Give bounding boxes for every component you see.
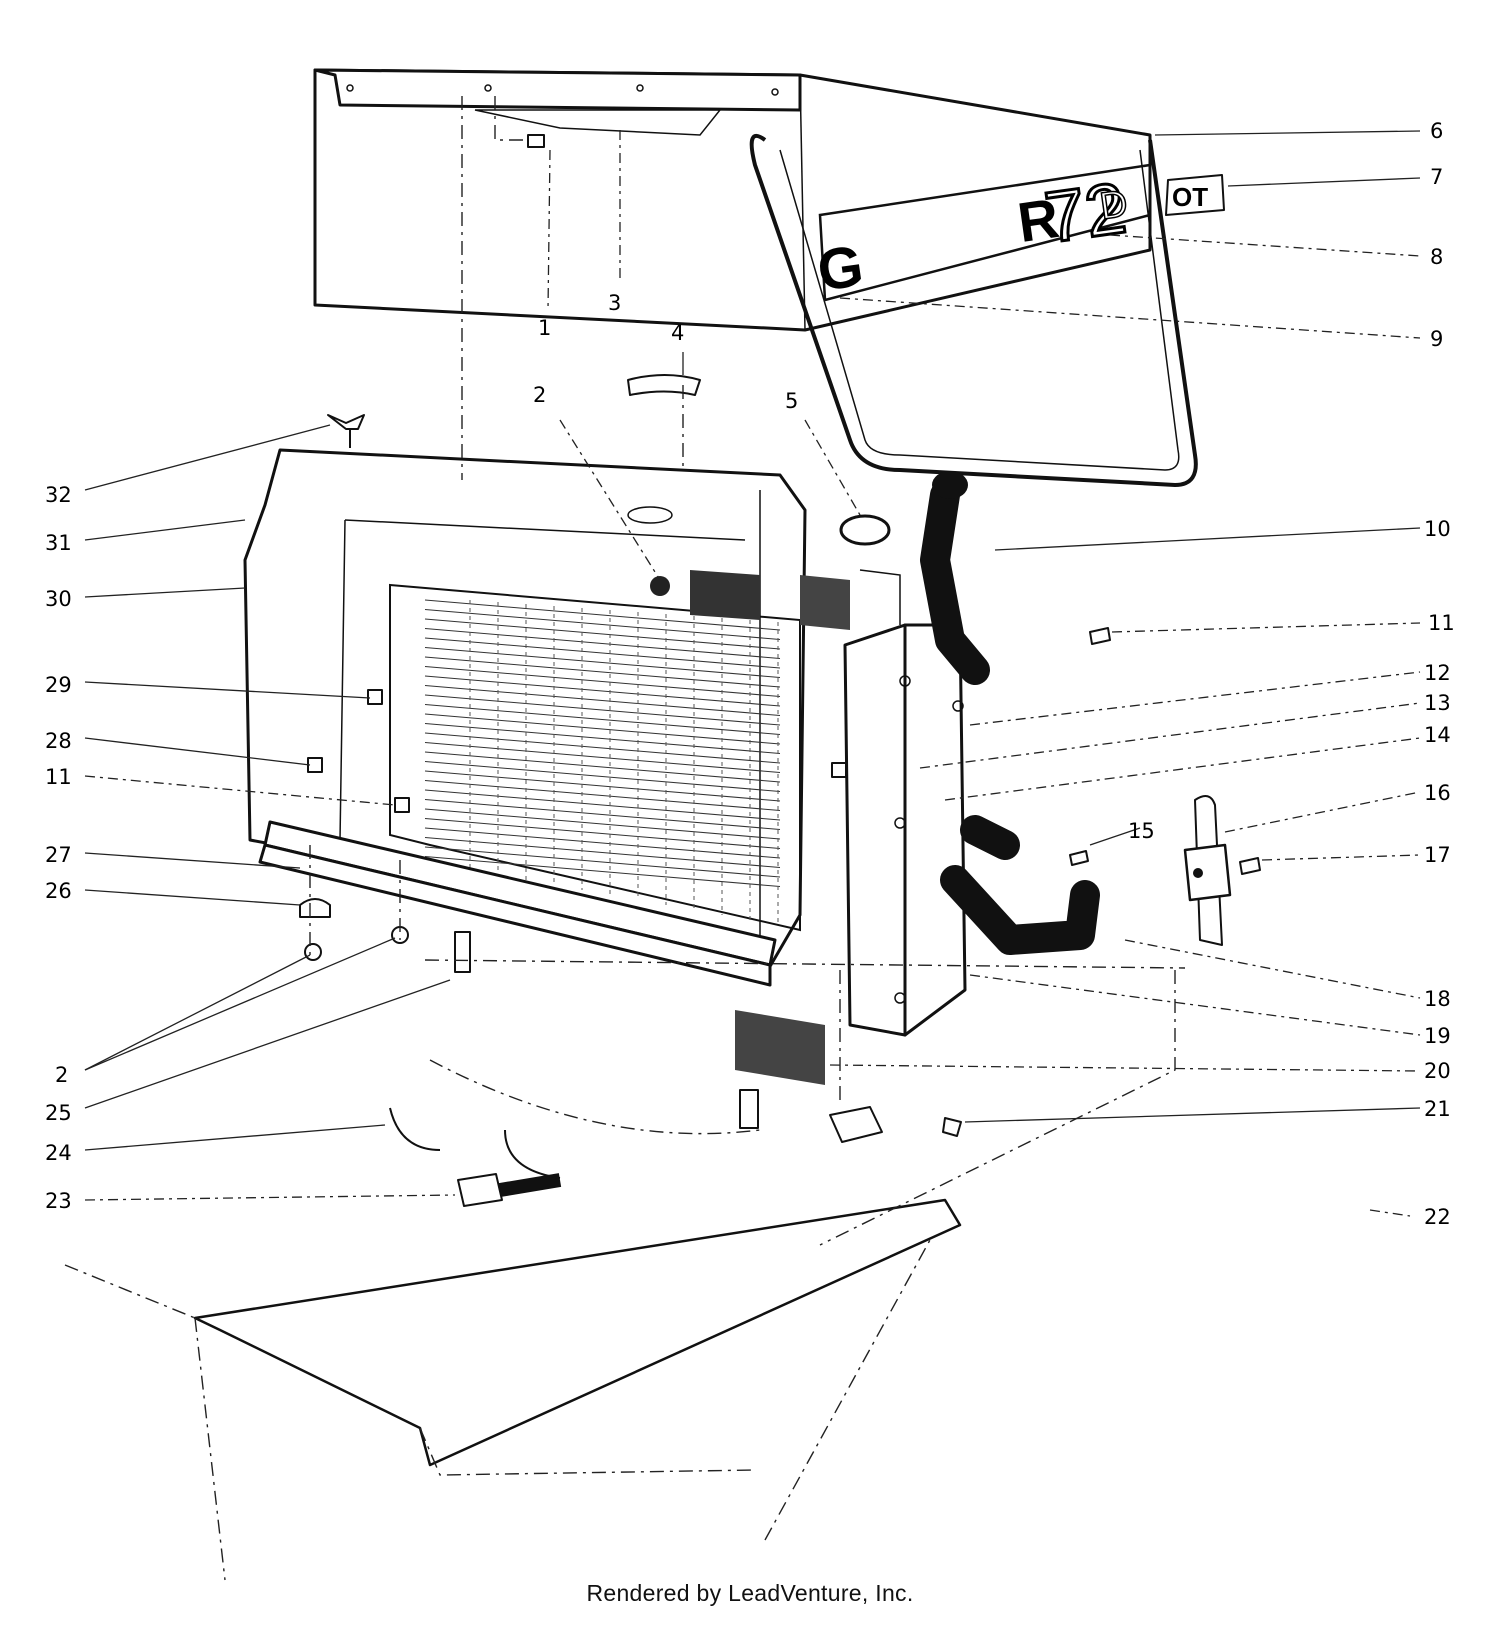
callout-4: 4 <box>671 321 684 345</box>
callout-6: 6 <box>1430 119 1443 143</box>
upper-hose-part-10 <box>920 471 990 685</box>
decal-d-text: D <box>1097 183 1130 228</box>
callout-9: 9 <box>1430 327 1443 351</box>
hood-assembly <box>313 68 1198 487</box>
plate-part-4 <box>627 374 701 396</box>
radiator-core-fins <box>424 599 781 925</box>
callout-23: 23 <box>45 1189 72 1213</box>
wire-leads-part-24 <box>389 1107 561 1179</box>
callout-31: 31 <box>45 531 72 555</box>
emblem-text: OT <box>1172 182 1208 212</box>
callout-21: 21 <box>1424 1097 1451 1121</box>
callout-25: 25 <box>45 1101 72 1125</box>
callout-11-left: 11 <box>45 765 72 789</box>
callout-15: 15 <box>1128 819 1155 843</box>
callout-2-top: 2 <box>533 383 546 407</box>
callout-2-bottom: 2 <box>55 1063 68 1087</box>
callout-5: 5 <box>785 389 798 413</box>
leader-lines <box>84 130 1421 1217</box>
callout-32: 32 <box>45 483 72 507</box>
callout-11-right: 11 <box>1428 611 1455 635</box>
callout-14: 14 <box>1424 723 1451 747</box>
decal-model-text: 72 <box>1040 168 1130 258</box>
wing-nut-part-32 <box>327 414 365 448</box>
side-bracket <box>843 569 967 1037</box>
callout-1: 1 <box>538 316 551 340</box>
callout-18: 18 <box>1424 987 1451 1011</box>
credit-footer: Rendered by LeadVenture, Inc. <box>586 1580 914 1606</box>
callout-26: 26 <box>45 879 72 903</box>
callout-20: 20 <box>1424 1059 1451 1083</box>
shroud-assembly <box>243 448 850 987</box>
callout-13: 13 <box>1424 691 1451 715</box>
callout-3: 3 <box>608 291 621 315</box>
callout-30: 30 <box>45 587 72 611</box>
lower-hose-part-18 <box>940 815 1100 955</box>
callout-27: 27 <box>45 843 72 867</box>
callout-19: 19 <box>1424 1024 1451 1048</box>
callout-8: 8 <box>1430 245 1443 269</box>
callout-17: 17 <box>1424 843 1451 867</box>
callout-10: 10 <box>1424 517 1451 541</box>
callout-labels: 1 2 2 3 4 5 6 7 8 9 10 11 11 12 13 14 15… <box>45 119 1455 1229</box>
frame-part-22 <box>64 959 1186 1581</box>
hood-decal: G R 72 D <box>813 163 1152 304</box>
hose-clamp-part-5 <box>839 514 891 546</box>
decal-g-text: G <box>813 233 867 304</box>
latch-assembly <box>1183 795 1261 946</box>
callout-7: 7 <box>1430 165 1443 189</box>
callout-24: 24 <box>45 1141 72 1165</box>
decal-r-text: R <box>1014 186 1063 254</box>
callout-29: 29 <box>45 673 72 697</box>
emblem-plate: OT <box>1165 174 1225 216</box>
callout-28: 28 <box>45 729 72 753</box>
callout-16: 16 <box>1424 781 1451 805</box>
callout-12: 12 <box>1424 661 1451 685</box>
callout-22: 22 <box>1424 1205 1451 1229</box>
foam-seal-part-20 <box>735 1010 825 1085</box>
